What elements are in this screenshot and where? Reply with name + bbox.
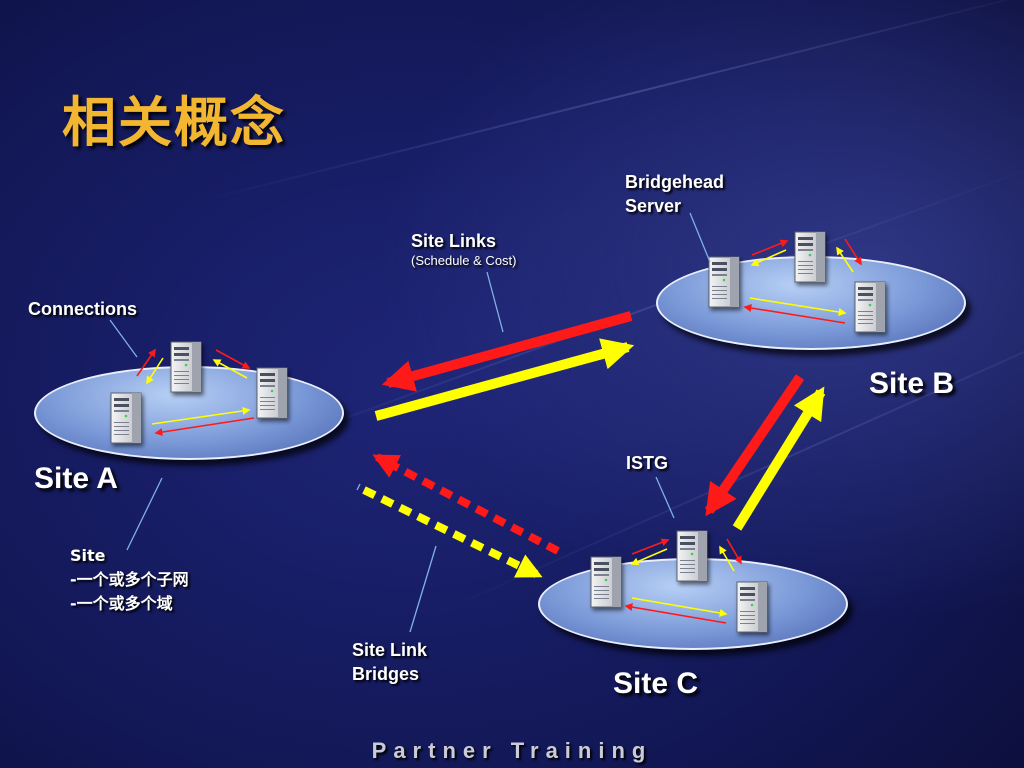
connection-arrow xyxy=(743,304,846,324)
leader-line-istg xyxy=(655,476,675,519)
site-description: Site -一个或多个子网 -一个或多个域 xyxy=(70,544,189,616)
connection-arrow xyxy=(751,239,789,256)
connection-arrow xyxy=(631,597,728,617)
connection-arrow xyxy=(631,538,670,555)
connection-arrow xyxy=(630,548,668,566)
site-link-arrow-b-to-c xyxy=(704,374,805,517)
connection-arrow xyxy=(844,238,862,266)
site-links-title: Site Links xyxy=(411,231,497,251)
site-description-item: -一个或多个域 xyxy=(70,594,173,613)
connection-arrow xyxy=(146,357,164,385)
site-link-arrow-b-to-a xyxy=(381,311,633,392)
site-b-label: Site B xyxy=(869,367,955,400)
site-description-item: -一个或多个子网 xyxy=(70,570,189,589)
connection-arrow xyxy=(719,545,735,572)
site-description-title: Site xyxy=(70,546,106,565)
site-link-arrow-c-to-b xyxy=(732,386,826,531)
connection-arrow xyxy=(624,603,727,624)
connections-label: Connections xyxy=(28,299,138,319)
connection-arrow xyxy=(215,349,251,369)
bridgehead-label-line1: Bridgehead xyxy=(625,172,725,192)
bridgehead-server-label: Bridgehead Server xyxy=(625,170,724,218)
connection-arrow xyxy=(154,417,255,436)
bridges-label-line1: Site Link xyxy=(352,640,428,660)
site-link-bridges-label: Site Link Bridges xyxy=(352,638,427,686)
site-c-label: Site C xyxy=(613,667,699,700)
connection-arrow xyxy=(749,297,847,316)
bridge-arrow-c-to-a xyxy=(372,453,560,555)
leader-line-bridgehead xyxy=(689,212,711,263)
site-a-label: Site A xyxy=(34,462,118,495)
connection-arrow xyxy=(726,538,742,565)
leader-line-stub xyxy=(356,483,361,491)
leader-line-site xyxy=(126,477,163,551)
bridge-arrow-a-to-c xyxy=(362,486,543,579)
leader-line-bridges xyxy=(409,545,437,633)
connection-arrow xyxy=(136,348,156,377)
site-links-label: Site Links (Schedule & Cost) xyxy=(411,229,517,269)
bridgehead-label-line2: Server xyxy=(625,196,682,216)
leader-line-site-links xyxy=(486,271,504,333)
istg-label: ISTG xyxy=(626,453,669,473)
footer-branding: Partner Training xyxy=(371,738,653,763)
slide-title: 相关概念 xyxy=(62,91,286,154)
connection-arrow xyxy=(836,246,854,273)
leader-line-connections xyxy=(109,319,138,358)
bridges-label-line2: Bridges xyxy=(352,664,420,684)
connection-arrow xyxy=(750,249,787,267)
site-link-arrow-a-to-b xyxy=(374,338,635,421)
site-links-subtitle: (Schedule & Cost) xyxy=(411,253,517,268)
connection-arrow xyxy=(151,406,251,425)
connection-arrow xyxy=(212,359,248,379)
